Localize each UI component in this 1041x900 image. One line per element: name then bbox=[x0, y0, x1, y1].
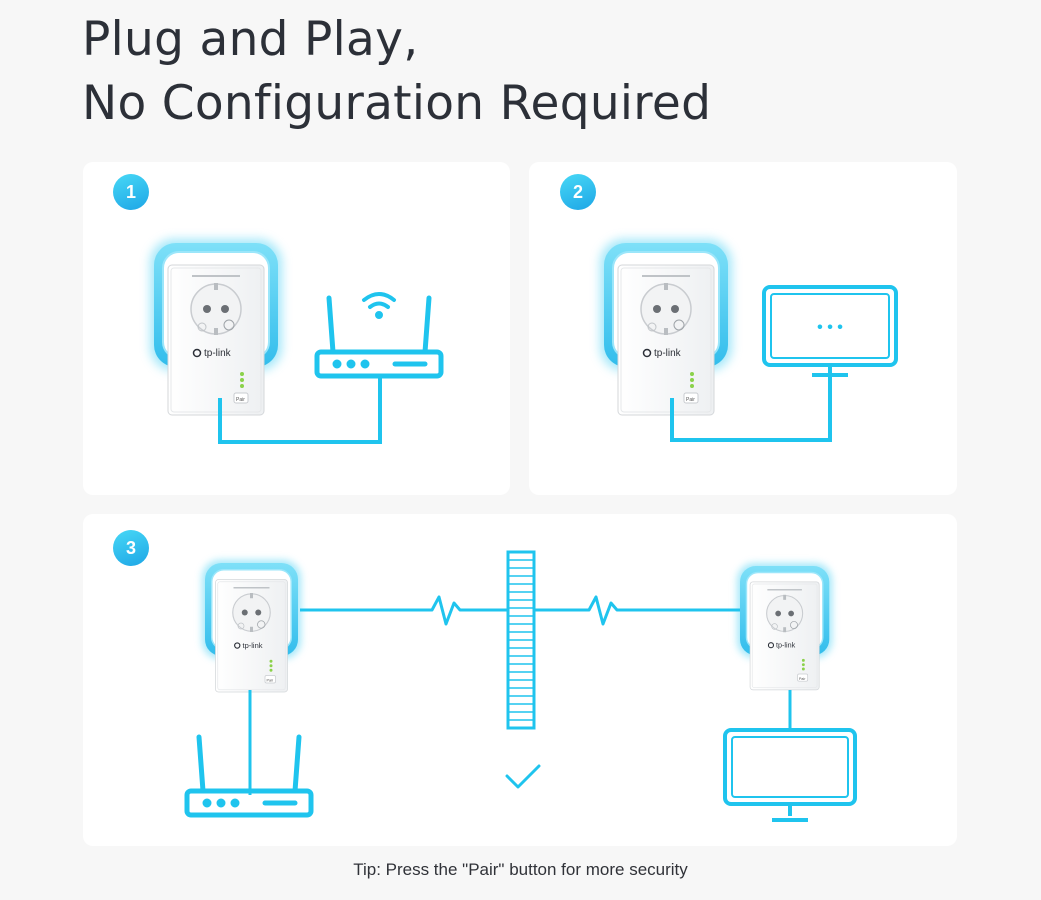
monitor-icon-2 bbox=[723, 728, 857, 822]
powerline-adapter-2 bbox=[600, 239, 732, 415]
powerline-signal-left bbox=[300, 595, 508, 626]
wall-icon bbox=[506, 550, 536, 730]
step-3-illustration bbox=[187, 550, 857, 822]
powerline-adapter-1 bbox=[150, 239, 282, 415]
step-1-badge: 1 bbox=[113, 174, 149, 210]
ethernet-cable-2 bbox=[670, 376, 832, 442]
title-line-2: No Configuration Required bbox=[82, 76, 712, 131]
powerline-signal-right bbox=[534, 595, 740, 626]
powerline-adapter-4 bbox=[737, 563, 832, 690]
step-2-illustration: • • • bbox=[600, 239, 898, 442]
monitor-icon bbox=[762, 285, 898, 377]
page-title: Plug and Play, No Configuration Required bbox=[82, 8, 711, 136]
wifi-icon bbox=[362, 292, 396, 319]
step-2-badge: 2 bbox=[560, 174, 596, 210]
step-1-illustration bbox=[150, 239, 441, 444]
check-icon bbox=[505, 764, 541, 789]
screen-dots: • • • bbox=[817, 319, 843, 336]
tip-text: Tip: Press the "Pair" button for more se… bbox=[353, 860, 688, 879]
title-line-1: Plug and Play, bbox=[82, 12, 419, 67]
step-3-badge: 3 bbox=[113, 530, 149, 566]
powerline-adapter-3 bbox=[202, 560, 301, 692]
ethernet-cable-1 bbox=[218, 378, 382, 444]
router-icon bbox=[317, 298, 441, 376]
